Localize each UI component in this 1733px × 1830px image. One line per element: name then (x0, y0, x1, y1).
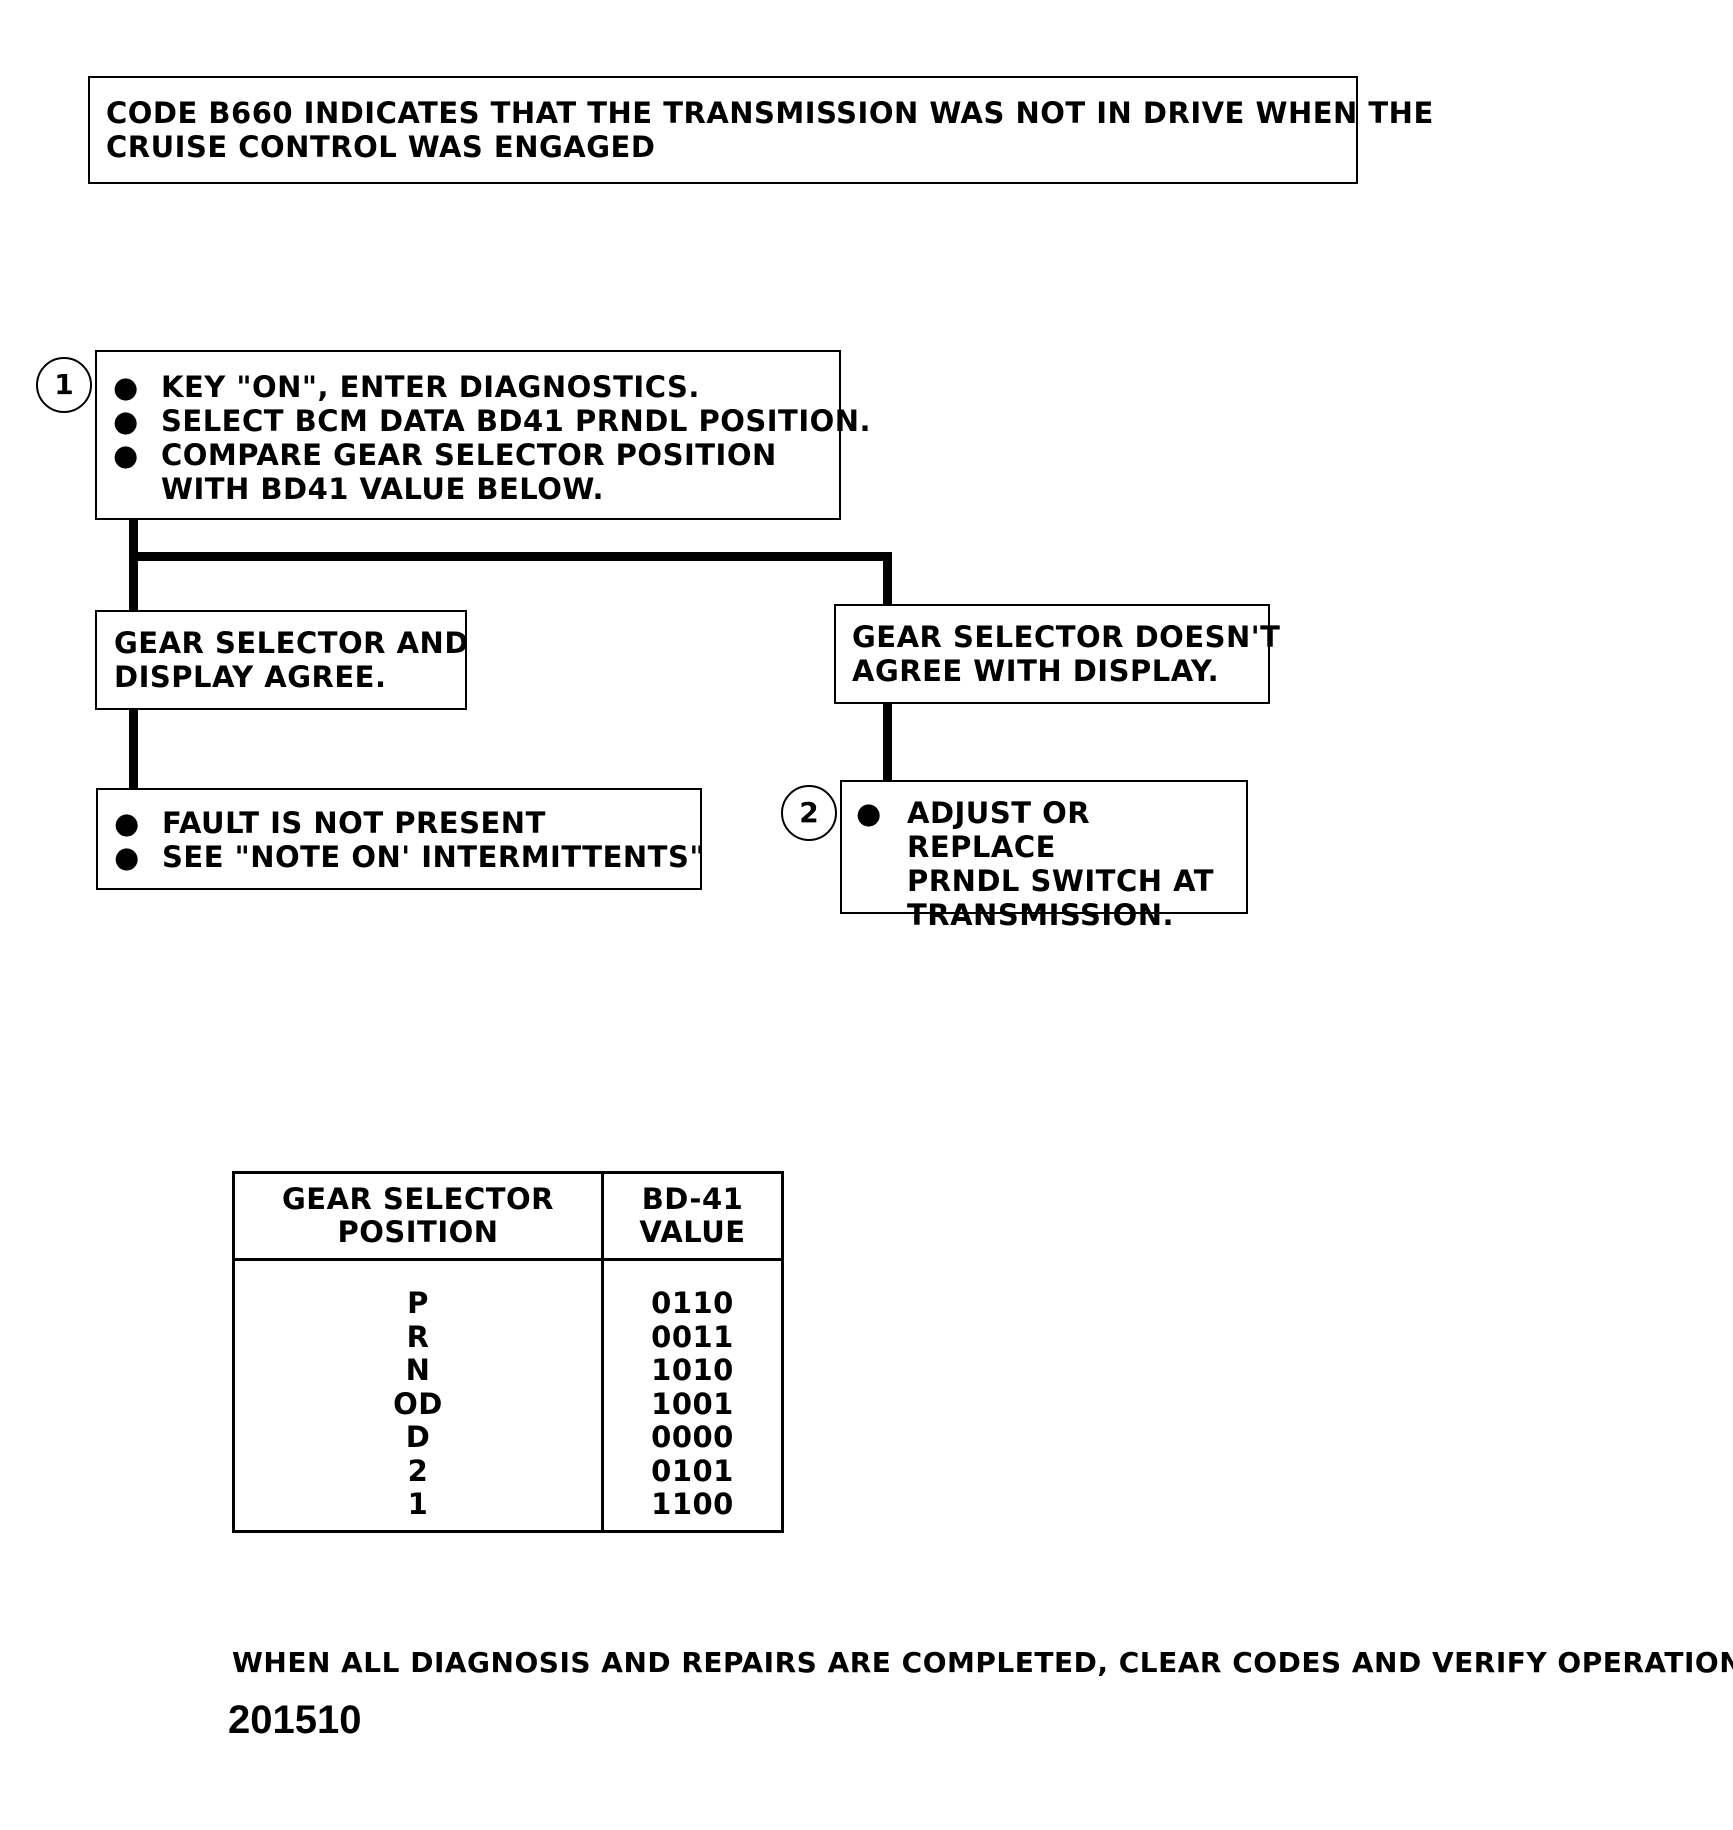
result-agree-list: ●FAULT IS NOT PRESENT ●SEE "NOTE ON' INT… (98, 806, 705, 874)
table-cell-position: OD (393, 1386, 443, 1421)
table-cell-position: 2 (407, 1453, 429, 1488)
header-text: CODE B660 INDICATES THAT THE TRANSMISSIO… (106, 96, 1434, 164)
step1-item: ●KEY "ON", ENTER DIAGNOSTICS. (113, 370, 700, 404)
result-agree-item: ●SEE "NOTE ON' INTERMITTENTS" (114, 840, 705, 874)
step2-number-badge: 2 (781, 785, 837, 841)
bullet-icon: ● (113, 404, 139, 438)
step1-item: ●COMPARE GEAR SELECTOR POSITION (113, 438, 777, 472)
step1-box: ●KEY "ON", ENTER DIAGNOSTICS. ●SELECT BC… (95, 350, 871, 520)
branch-agree-box: GEAR SELECTOR AND DISPLAY AGREE. (95, 610, 469, 710)
result-agree-item: ●FAULT IS NOT PRESENT (114, 806, 546, 840)
gear-value-table: GEAR SELECTOR POSITION BD-41 VALUE P R N… (232, 1171, 784, 1533)
bullet-icon: ● (113, 438, 139, 472)
bullet-icon: ● (113, 370, 139, 404)
col-header-position: GEAR SELECTOR POSITION (232, 1171, 604, 1261)
table-cell-value: 0000 (651, 1420, 734, 1454)
bullet-icon: ● (114, 806, 140, 840)
table-cell-position: P (407, 1286, 429, 1320)
table-cell-value: 1010 (651, 1353, 734, 1387)
step1-item: ●SELECT BCM DATA BD41 PRNDL POSITION. (113, 404, 872, 438)
step1-number-badge: 1 (36, 357, 92, 413)
value-column: 0110 0011 1010 1001 0000 0101 1100 (601, 1259, 784, 1532)
step1-list: ●KEY "ON", ENTER DIAGNOSTICS. ●SELECT BC… (97, 370, 871, 506)
connector-horizontal (129, 552, 892, 561)
header-line-2: CRUISE CONTROL WAS ENGAGED (106, 130, 656, 164)
branch-disagree-text: GEAR SELECTOR DOESN'T AGREE WITH DISPLAY… (852, 620, 1281, 688)
header-box: CODE B660 INDICATES THAT THE TRANSMISSIO… (88, 76, 1433, 184)
header-line-1: CODE B660 INDICATES THAT THE TRANSMISSIO… (106, 96, 1434, 130)
step2-content: ● ADJUST OR REPLACE PRNDL SWITCH AT TRAN… (842, 796, 1246, 932)
step2-box: ● ADJUST OR REPLACE PRNDL SWITCH AT TRAN… (840, 780, 1248, 932)
table-cell-position: D (405, 1420, 431, 1454)
branch-agree-text: GEAR SELECTOR AND DISPLAY AGREE. (114, 626, 469, 694)
footer-note: WHEN ALL DIAGNOSIS AND REPAIRS ARE COMPL… (232, 1646, 1733, 1679)
branch-disagree-box: GEAR SELECTOR DOESN'T AGREE WITH DISPLAY… (834, 604, 1280, 704)
connector-disagree-down (883, 702, 892, 782)
table-cell-value: 0101 (651, 1453, 734, 1488)
connector-step1-down (129, 518, 138, 612)
connector-agree-down (129, 708, 138, 790)
table-cell-value: 1100 (651, 1487, 734, 1521)
bullet-icon: ● (856, 796, 882, 830)
table-cell-position: N (405, 1353, 431, 1387)
step1-item-continued: WITH BD41 VALUE BELOW. (161, 472, 605, 506)
col-header-value: BD-41 VALUE (601, 1171, 784, 1261)
result-agree-box: ●FAULT IS NOT PRESENT ●SEE "NOTE ON' INT… (96, 788, 705, 890)
connector-right-down (883, 552, 892, 604)
table-cell-value: 1001 (651, 1386, 734, 1421)
table-cell-position: 1 (407, 1487, 429, 1521)
bullet-icon: ● (114, 840, 140, 874)
table-cell-value: 0011 (651, 1319, 734, 1354)
table-cell-value: 0110 (651, 1286, 734, 1320)
document-id: 201510 (228, 1698, 362, 1742)
step2-item: ● ADJUST OR REPLACE PRNDL SWITCH AT TRAN… (856, 796, 1215, 932)
table-cell-position: R (406, 1319, 430, 1354)
position-column: P R N OD D 2 1 (232, 1259, 604, 1532)
